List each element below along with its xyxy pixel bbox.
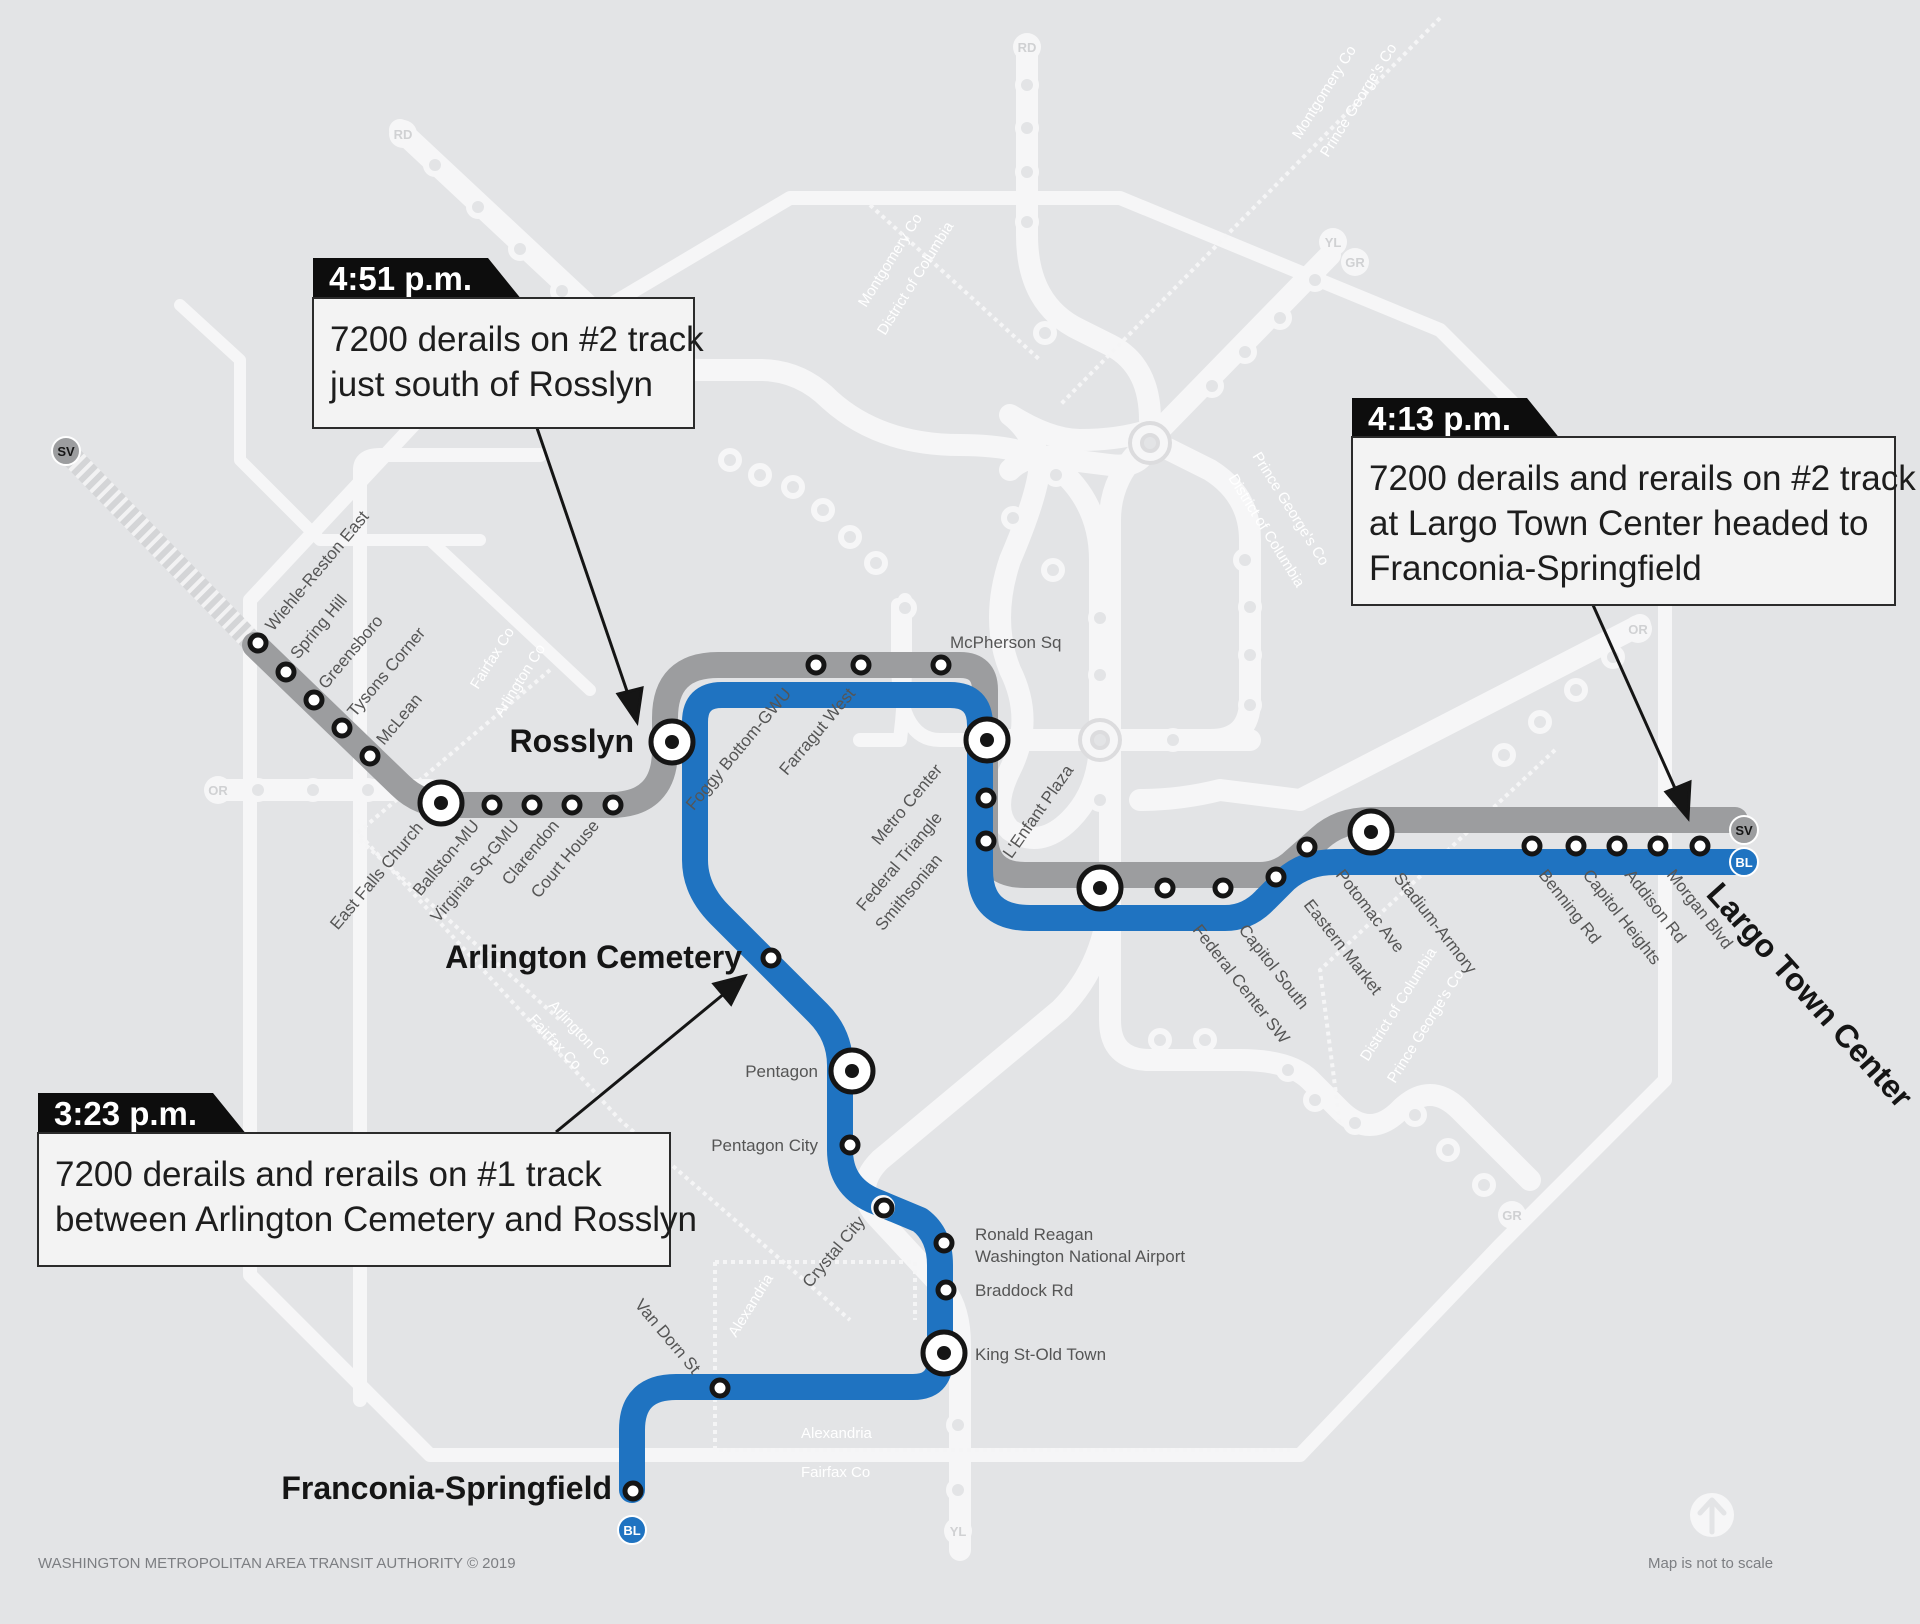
callout-line: at Largo Town Center headed to <box>1369 504 1869 543</box>
footer-scale-note: Map is not to scale <box>1648 1555 1774 1572</box>
line-badge-or: OR <box>1624 615 1652 643</box>
line-badge-sv: SV <box>51 436 81 466</box>
active-stations <box>247 632 1711 1502</box>
callout-line: 7200 derails and rerails on #1 track <box>55 1155 602 1194</box>
line-badge-rd: RD <box>389 120 417 148</box>
boundary-label: Montgomery Co <box>855 211 926 311</box>
station-label: East Falls Church <box>326 818 427 933</box>
north-arrow-icon <box>1690 1493 1734 1537</box>
silver-line-extension <box>59 444 266 656</box>
station-label-franconia: Franconia-Springfield <box>281 1470 612 1506</box>
boundary-label: Prince George's Co <box>1384 966 1468 1086</box>
boundary-label: District of Columbia <box>1357 944 1441 1064</box>
station-label: Pentagon City <box>711 1136 818 1155</box>
line-badge-text: SV <box>57 444 75 459</box>
line-badge-or: OR <box>204 776 232 804</box>
station-label: Crystal City <box>799 1212 870 1291</box>
line-badge-text: BL <box>1735 855 1752 870</box>
line-badge-text: OR <box>208 783 228 798</box>
callout-time: 4:13 p.m. <box>1352 398 1562 440</box>
callout-line: Franconia-Springfield <box>1369 549 1702 588</box>
footer-credit: WASHINGTON METROPOLITAN AREA TRANSIT AUT… <box>38 1555 516 1572</box>
callout-pointers <box>535 427 1692 1134</box>
line-badge-text: OR <box>1628 622 1648 637</box>
line-badge-rd: RD <box>1013 33 1041 61</box>
line-badge-text: YL <box>1325 235 1342 250</box>
line-badge-text: RD <box>394 127 413 142</box>
station-label: Washington National Airport <box>975 1247 1185 1266</box>
line-badge-yl: YL <box>1319 228 1347 256</box>
boundary-label: Alexandria <box>725 1270 777 1340</box>
line-badge-text: BL <box>623 1523 640 1538</box>
callout-time: 4:51 p.m. <box>313 258 523 300</box>
callout-line: 7200 derails on #2 track <box>330 320 704 359</box>
line-badge-text: GR <box>1502 1208 1522 1223</box>
line-badge-yl: YL <box>944 1517 972 1545</box>
boundary-label: Alexandria <box>801 1425 873 1442</box>
station-label: Metro Center <box>868 760 947 848</box>
line-badge-bl: BL <box>1729 847 1759 877</box>
callout-line: between Arlington Cemetery and Rosslyn <box>55 1200 698 1239</box>
station-label: Ronald Reagan <box>975 1225 1093 1244</box>
callout-box: 7200 derails and rerails on #1 track bet… <box>37 1132 698 1267</box>
boundary-label: Fairfax Co <box>801 1464 870 1481</box>
ghost-transfer-stations <box>1078 421 1172 762</box>
line-badge-sv: SV <box>1729 815 1759 845</box>
line-badge-text: GR <box>1345 255 1365 270</box>
line-badge-text: RD <box>1018 40 1037 55</box>
callout-line: just south of Rosslyn <box>330 365 653 404</box>
callout-time: 3:23 p.m. <box>38 1093 248 1135</box>
line-badge-gr: GR <box>1341 248 1369 276</box>
callout-box: 7200 derails and rerails on #2 track at … <box>1351 436 1916 606</box>
station-label: McPherson Sq <box>950 633 1062 652</box>
station-label-largo: Largo Town Center <box>1700 876 1920 1115</box>
line-badge-bl: BL <box>617 1515 647 1545</box>
line-badge-text: SV <box>1735 823 1753 838</box>
station-label: Braddock Rd <box>975 1281 1073 1300</box>
station-label: King St-Old Town <box>975 1345 1106 1364</box>
station-label: Van Dorn St <box>631 1295 704 1377</box>
station-label: McLean <box>373 690 426 749</box>
transfer-stations <box>417 716 1395 1377</box>
callout-box: 7200 derails on #2 track just south of R… <box>312 297 704 429</box>
callout-line: 7200 derails and rerails on #2 track <box>1369 459 1916 498</box>
station-label-rosslyn: Rosslyn <box>510 723 634 759</box>
station-label: Pentagon <box>745 1062 818 1081</box>
line-badge-gr: GR <box>1498 1201 1526 1229</box>
station-label-arlington-cemetery: Arlington Cemetery <box>445 939 742 975</box>
line-badge-text: YL <box>950 1524 967 1539</box>
